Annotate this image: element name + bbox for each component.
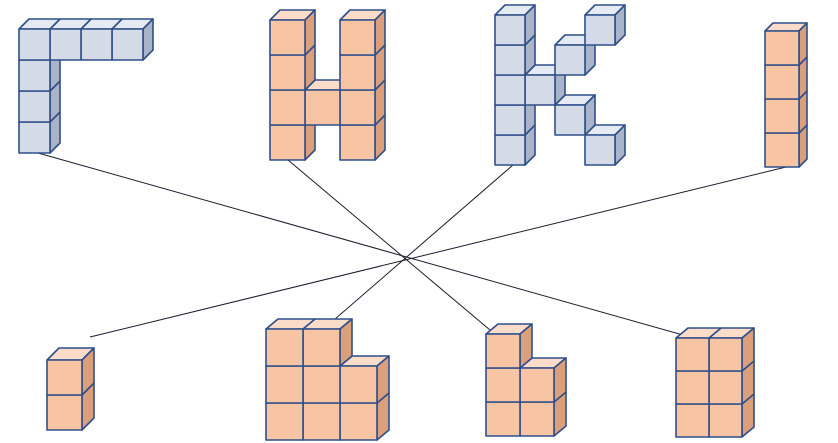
cube: [18, 18, 61, 61]
cube: [675, 403, 710, 438]
shape-letter-l-blue: [18, 18, 154, 154]
cube: [494, 74, 526, 106]
shape-bar-orange: [764, 22, 808, 168]
cube: [764, 22, 808, 66]
cube: [708, 327, 755, 372]
cube: [302, 318, 353, 367]
connection-line-1: [37, 152, 730, 349]
connection-line-2: [287, 159, 491, 331]
cube: [708, 360, 755, 405]
cube: [269, 114, 316, 161]
shape-step-orange: [485, 323, 567, 437]
cube: [339, 79, 386, 126]
connection-line-3: [304, 164, 514, 346]
cube: [269, 9, 316, 56]
cube: [485, 367, 521, 403]
cube: [46, 382, 95, 431]
cube: [302, 365, 341, 404]
cube: [49, 18, 92, 61]
cube: [339, 355, 390, 404]
cube: [80, 18, 123, 61]
cube: [519, 357, 567, 403]
shape-tower-orange: [46, 347, 95, 431]
cube: [675, 327, 722, 372]
cube: [675, 370, 710, 405]
cube: [302, 402, 341, 441]
connection-line-4: [89, 166, 787, 338]
cube: [46, 347, 95, 396]
cube: [485, 401, 521, 437]
shape-cube-notched-orange: [675, 327, 755, 438]
cube: [269, 89, 306, 126]
cube: [485, 323, 533, 369]
cube: [304, 79, 351, 126]
cube: [269, 44, 316, 91]
cube: [265, 365, 304, 404]
cube: [584, 124, 626, 166]
shape-letter-h-orange: [269, 9, 386, 161]
shape-letter-k-blue: [494, 4, 626, 166]
connection-lines: [37, 152, 787, 349]
cube: [265, 318, 316, 367]
cube: [584, 4, 626, 46]
cube: [265, 402, 304, 441]
cube: [339, 9, 386, 56]
cube: [111, 18, 154, 61]
shapes: [18, 4, 808, 441]
cube: [554, 94, 596, 136]
shape-block-orange: [265, 318, 390, 441]
cube: [494, 4, 536, 46]
